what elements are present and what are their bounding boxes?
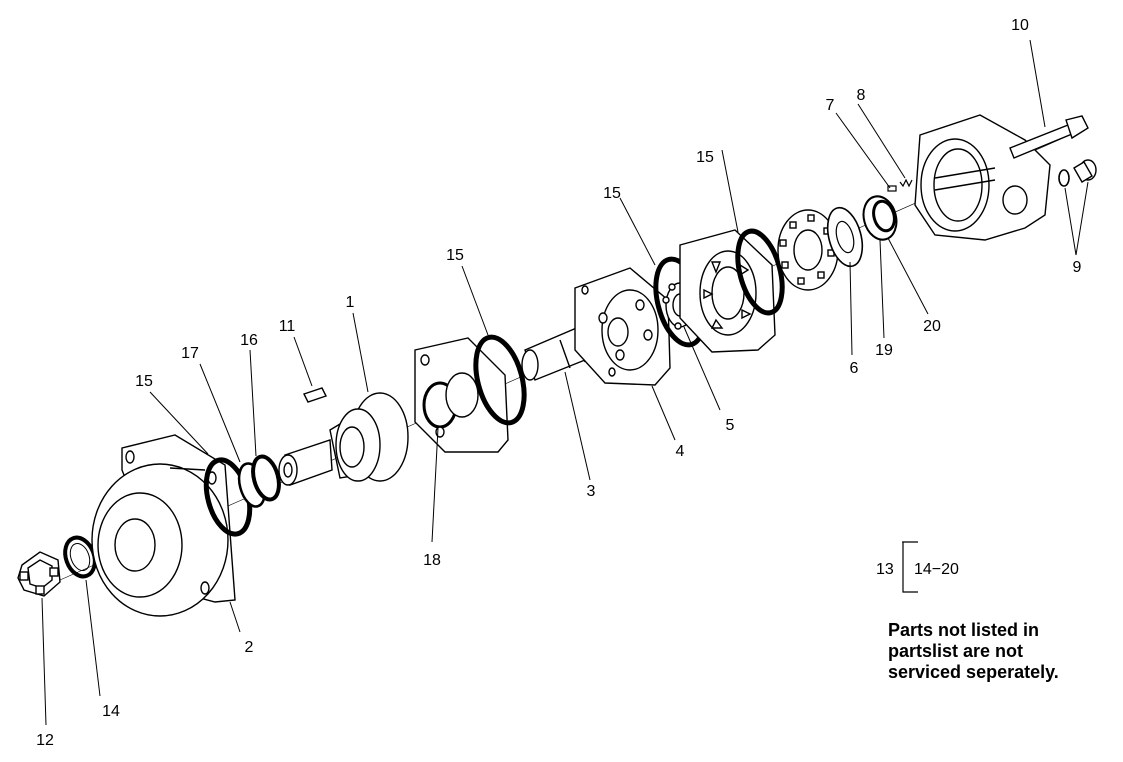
kit-number: 13 xyxy=(876,561,894,578)
part-1-shaft-bearing xyxy=(278,392,409,486)
label-4: 4 xyxy=(676,443,685,460)
label-15-b: 15 xyxy=(446,247,464,264)
part-15-o-ring-4 xyxy=(735,228,785,316)
part-11-key xyxy=(303,387,327,403)
service-note-line-2: partslist are not xyxy=(888,641,1024,661)
label-14: 14 xyxy=(102,703,120,720)
service-note-line-1: Parts not listed in xyxy=(888,620,1040,640)
label-15-c: 15 xyxy=(603,185,621,202)
kit-bracket xyxy=(902,541,918,593)
label-11: 11 xyxy=(279,318,296,335)
label-8: 8 xyxy=(857,87,866,104)
part-7-pin xyxy=(887,185,897,192)
gerotor-housing xyxy=(679,229,776,353)
service-note: Parts not listed in partslist are not se… xyxy=(888,620,1118,683)
label-5: 5 xyxy=(726,417,735,434)
part-labels: 10 8 7 15 15 15 9 1 11 20 16 19 17 6 15 … xyxy=(36,17,1081,749)
end-cover xyxy=(914,114,1051,241)
label-16: 16 xyxy=(240,332,258,349)
label-6: 6 xyxy=(850,360,859,377)
label-15-a: 15 xyxy=(135,373,153,390)
part-9-plug xyxy=(1073,159,1097,183)
label-18: 18 xyxy=(423,552,441,569)
label-7: 7 xyxy=(826,97,835,114)
label-20: 20 xyxy=(923,318,941,335)
kit-range: 14−20 xyxy=(914,561,959,578)
label-17: 17 xyxy=(181,345,199,362)
service-note-line-3: serviced seperately. xyxy=(888,662,1059,682)
label-12: 12 xyxy=(36,732,54,749)
leader-lines xyxy=(41,39,1089,726)
part-20-seal xyxy=(872,199,896,233)
valve-plate xyxy=(777,209,839,291)
label-15-d: 15 xyxy=(696,149,714,166)
label-19: 19 xyxy=(875,342,893,359)
label-2: 2 xyxy=(245,639,254,656)
label-1: 1 xyxy=(346,294,355,311)
label-10: 10 xyxy=(1011,17,1029,34)
part-10-bolt xyxy=(1009,115,1089,159)
label-9: 9 xyxy=(1073,259,1082,276)
part-9-o-ring xyxy=(1058,169,1070,187)
label-3: 3 xyxy=(587,483,596,500)
part-15-o-ring-2 xyxy=(473,334,527,426)
part-16-seal xyxy=(251,454,281,502)
part-8-spring xyxy=(899,178,913,188)
part-12-castle-nut xyxy=(17,551,61,597)
part-4-wear-plate xyxy=(574,267,671,386)
part-18-housing-plate xyxy=(414,337,509,453)
